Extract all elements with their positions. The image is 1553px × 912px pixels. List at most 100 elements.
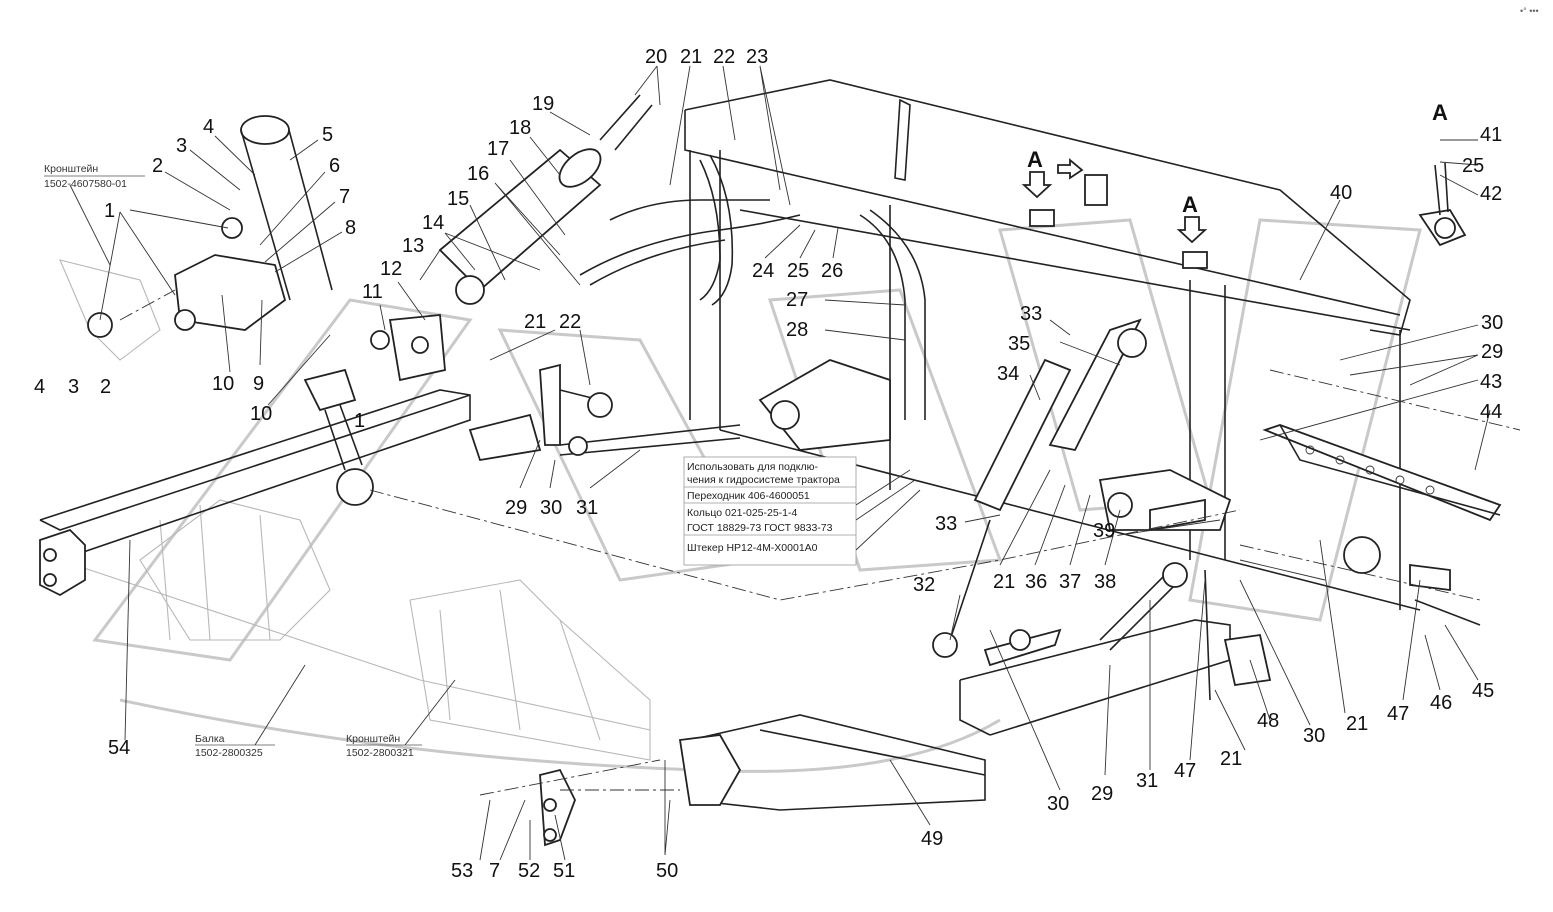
- caption-bracket-bottom-label: Кронштейн: [346, 733, 400, 745]
- callout-50: 50: [656, 860, 678, 882]
- note-line: ГОСТ 18829-73 ГОСТ 9833-73: [687, 522, 833, 534]
- small-cylinder: [932, 318, 1147, 658]
- callout-21: 21: [524, 311, 546, 333]
- clamps: [1029, 174, 1208, 269]
- caption-beam-code: 1502-2800325: [195, 747, 263, 759]
- note-line: Кольцо 021-025-25-1-4: [687, 507, 798, 519]
- callout-46: 46: [1430, 692, 1452, 714]
- callout-2: 2: [100, 376, 111, 398]
- callout-47: 47: [1387, 703, 1409, 725]
- callout-7: 7: [339, 186, 350, 208]
- callout-35: 35: [1008, 333, 1030, 355]
- callout-3: 3: [176, 135, 187, 157]
- callout-54: 54: [108, 737, 130, 759]
- callout-10: 10: [250, 403, 272, 425]
- callout-21: 21: [1220, 748, 1242, 770]
- callout-47: 47: [1174, 760, 1196, 782]
- callout-24: 24: [752, 260, 774, 282]
- caption-bracket-bottom-code: 1502-2800321: [346, 747, 414, 759]
- note-box: Использовать для подклю- чения к гидроси…: [683, 456, 921, 566]
- callout-23: 23: [746, 46, 768, 68]
- callout-4: 4: [203, 116, 214, 138]
- callout-15: 15: [447, 188, 469, 210]
- view-markers: A A A: [1021, 100, 1448, 244]
- callout-33: 33: [935, 513, 957, 535]
- callout-52: 52: [518, 860, 540, 882]
- callout-17: 17: [487, 138, 509, 160]
- hoses: [579, 154, 926, 420]
- center-mount: [758, 359, 1232, 532]
- watermark: [92, 218, 1422, 773]
- caption-beam-label: Балка: [195, 733, 225, 745]
- right-beam: [959, 619, 1231, 736]
- callout-20: 20: [645, 46, 667, 68]
- callout-labels: 1 1 2 2 3 3 4 4 5 6 7 7 8 9 10 10 11 12 …: [34, 46, 1503, 882]
- callout-40: 40: [1330, 182, 1352, 204]
- callout-38: 38: [1094, 571, 1116, 593]
- corner-mark: •° •••: [1520, 6, 1539, 16]
- callout-45: 45: [1472, 680, 1494, 702]
- captions: Кронштейн 1502-4607580-01 Балка 1502-280…: [44, 163, 456, 759]
- callout-31: 31: [1136, 770, 1158, 792]
- callout-26: 26: [821, 260, 843, 282]
- callout-19: 19: [532, 93, 554, 115]
- left-beam: [39, 389, 471, 597]
- callout-16: 16: [467, 163, 489, 185]
- callout-21: 21: [1346, 713, 1368, 735]
- callout-6: 6: [329, 155, 340, 177]
- left-bracket: [87, 217, 446, 382]
- vertical-cylinder: [240, 115, 374, 506]
- callout-21: 21: [680, 46, 702, 68]
- callout-42: 42: [1480, 183, 1502, 205]
- hydraulic-cylinder: [438, 94, 653, 305]
- callout-48: 48: [1257, 710, 1279, 732]
- callout-36: 36: [1025, 571, 1047, 593]
- callout-4: 4: [34, 376, 45, 398]
- callout-29: 29: [505, 497, 527, 519]
- callout-28: 28: [786, 319, 808, 341]
- callout-9: 9: [253, 373, 264, 395]
- view-marker-a: A: [1182, 192, 1198, 217]
- callout-14: 14: [422, 212, 444, 234]
- note-line: Переходник 406-4600051: [687, 490, 810, 502]
- callout-37: 37: [1059, 571, 1081, 593]
- callout-29: 29: [1481, 341, 1503, 363]
- left-rod: [468, 363, 741, 462]
- callout-27: 27: [786, 289, 808, 311]
- callout-41: 41: [1480, 124, 1502, 146]
- ghost-parts: [59, 259, 651, 761]
- callout-22: 22: [559, 311, 581, 333]
- caption-bracket-top-code: 1502-4607580-01: [44, 178, 127, 190]
- bottom-beam: [539, 714, 986, 847]
- note-line: Штекер НР12-4М-Х0001А0: [687, 542, 818, 554]
- callout-51: 51: [553, 860, 575, 882]
- callout-7: 7: [489, 860, 500, 882]
- callout-53: 53: [451, 860, 473, 882]
- callout-33: 33: [1020, 303, 1042, 325]
- caption-bracket-top-label: Кронштейн: [44, 163, 98, 175]
- callout-39: 39: [1093, 520, 1115, 542]
- callout-34: 34: [997, 363, 1019, 385]
- callout-2: 2: [152, 155, 163, 177]
- callout-49: 49: [921, 828, 943, 850]
- view-marker-a: A: [1432, 100, 1448, 125]
- callout-30: 30: [1481, 312, 1503, 334]
- bracket-plate: [1262, 424, 1502, 522]
- callout-10: 10: [212, 373, 234, 395]
- callout-18: 18: [509, 117, 531, 139]
- right-rod: [1099, 562, 1272, 701]
- callout-30: 30: [1047, 793, 1069, 815]
- callout-21: 21: [993, 571, 1015, 593]
- callout-29: 29: [1091, 783, 1113, 805]
- leader-lines: [99, 65, 1491, 861]
- callout-3: 3: [68, 376, 79, 398]
- callout-12: 12: [380, 258, 402, 280]
- view-marker-a: A: [1027, 147, 1043, 172]
- callout-32: 32: [913, 574, 935, 596]
- note-line: Использовать для подклю-: [687, 461, 818, 473]
- callout-1: 1: [104, 200, 115, 222]
- callout-30: 30: [540, 497, 562, 519]
- callout-5: 5: [322, 124, 333, 146]
- callout-43: 43: [1480, 371, 1502, 393]
